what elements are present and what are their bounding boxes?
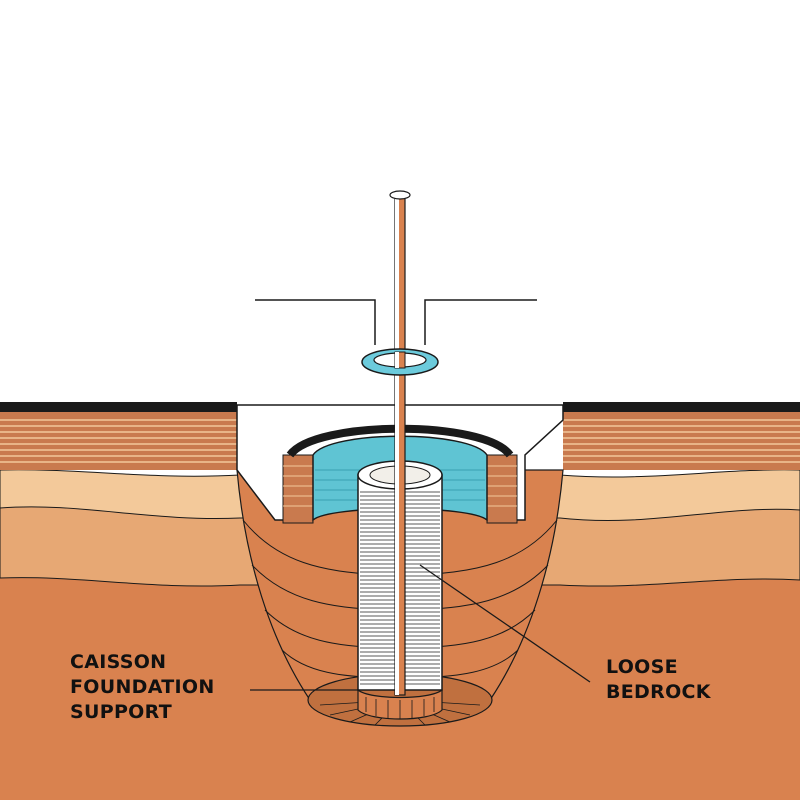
retaining-wall-right [486, 454, 518, 524]
caisson-foundation-label: CAISSON FOUNDATION SUPPORT [70, 650, 215, 725]
bedrock-label-line-1: LOOSE [606, 656, 678, 678]
rod-highlight [395, 195, 399, 695]
caisson-label-line-3: SUPPORT [70, 701, 172, 723]
caisson-label-line-1: CAISSON [70, 651, 167, 673]
loose-bedrock-label: LOOSE BEDROCK [606, 655, 711, 705]
caisson-label-line-2: FOUNDATION [70, 676, 215, 698]
support-cable-right [424, 299, 537, 345]
surface-strata-right [563, 402, 800, 470]
rod-top-cap [389, 190, 411, 200]
support-cable-left [255, 299, 376, 345]
bedrock-leader-line [419, 564, 591, 683]
retaining-wall-left [282, 454, 314, 524]
bedrock-label-line-2: BEDROCK [606, 681, 711, 703]
surface-strata-left [0, 402, 237, 470]
